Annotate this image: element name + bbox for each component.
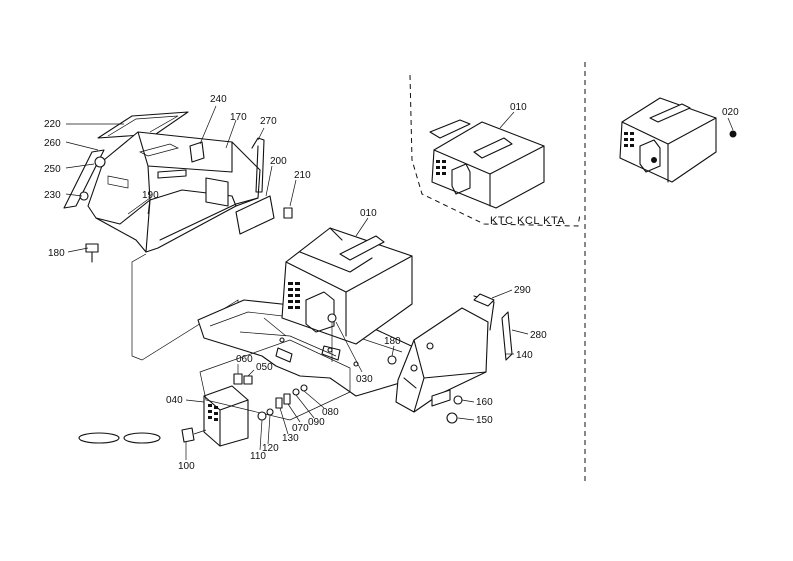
label-250: 250 xyxy=(44,164,61,175)
right-variant-body xyxy=(619,97,737,183)
label-050: 050 xyxy=(256,362,273,373)
label-280: 280 xyxy=(530,330,547,341)
label-010-main: 010 xyxy=(360,208,377,219)
label-200: 200 xyxy=(270,156,287,167)
label-170: 170 xyxy=(230,112,247,123)
control-panel-040 xyxy=(181,339,351,447)
label-270: 270 xyxy=(260,116,277,127)
model-variant-note: KTC KCL KTA xyxy=(490,215,565,227)
reference-stamps xyxy=(78,432,161,444)
reference-stamp-2 xyxy=(123,432,161,444)
label-090: 090 xyxy=(308,417,325,428)
label-020: 020 xyxy=(722,107,739,118)
label-240: 240 xyxy=(210,94,227,105)
main-body-010 xyxy=(281,227,413,362)
side-cover-assembly xyxy=(387,293,513,424)
label-010-variant: 010 xyxy=(510,102,527,113)
label-190: 190 xyxy=(142,190,159,201)
label-130: 130 xyxy=(282,433,299,444)
label-070: 070 xyxy=(292,423,309,434)
label-210: 210 xyxy=(294,170,311,181)
label-040: 040 xyxy=(166,395,183,406)
label-120: 120 xyxy=(262,443,279,454)
part-labels: 220 260 250 230 180 240 170 270 200 210 … xyxy=(44,94,739,472)
label-080: 080 xyxy=(322,407,339,418)
upper-cover-assembly xyxy=(63,111,293,263)
label-180-right: 180 xyxy=(384,336,401,347)
label-030: 030 xyxy=(356,374,373,385)
label-220: 220 xyxy=(44,119,61,130)
label-290: 290 xyxy=(514,285,531,296)
variant-body-010 xyxy=(429,119,545,209)
label-180-left: 180 xyxy=(48,248,65,259)
label-260: 260 xyxy=(44,138,61,149)
label-230: 230 xyxy=(44,190,61,201)
label-060: 060 xyxy=(236,354,253,365)
variant-callout-border xyxy=(409,74,581,227)
label-100: 100 xyxy=(178,461,195,472)
label-140: 140 xyxy=(516,350,533,361)
leader-lines xyxy=(65,105,734,460)
label-150: 150 xyxy=(476,415,493,426)
reference-stamp-1 xyxy=(78,432,120,444)
label-110: 110 xyxy=(250,451,266,462)
label-160: 160 xyxy=(476,397,493,408)
